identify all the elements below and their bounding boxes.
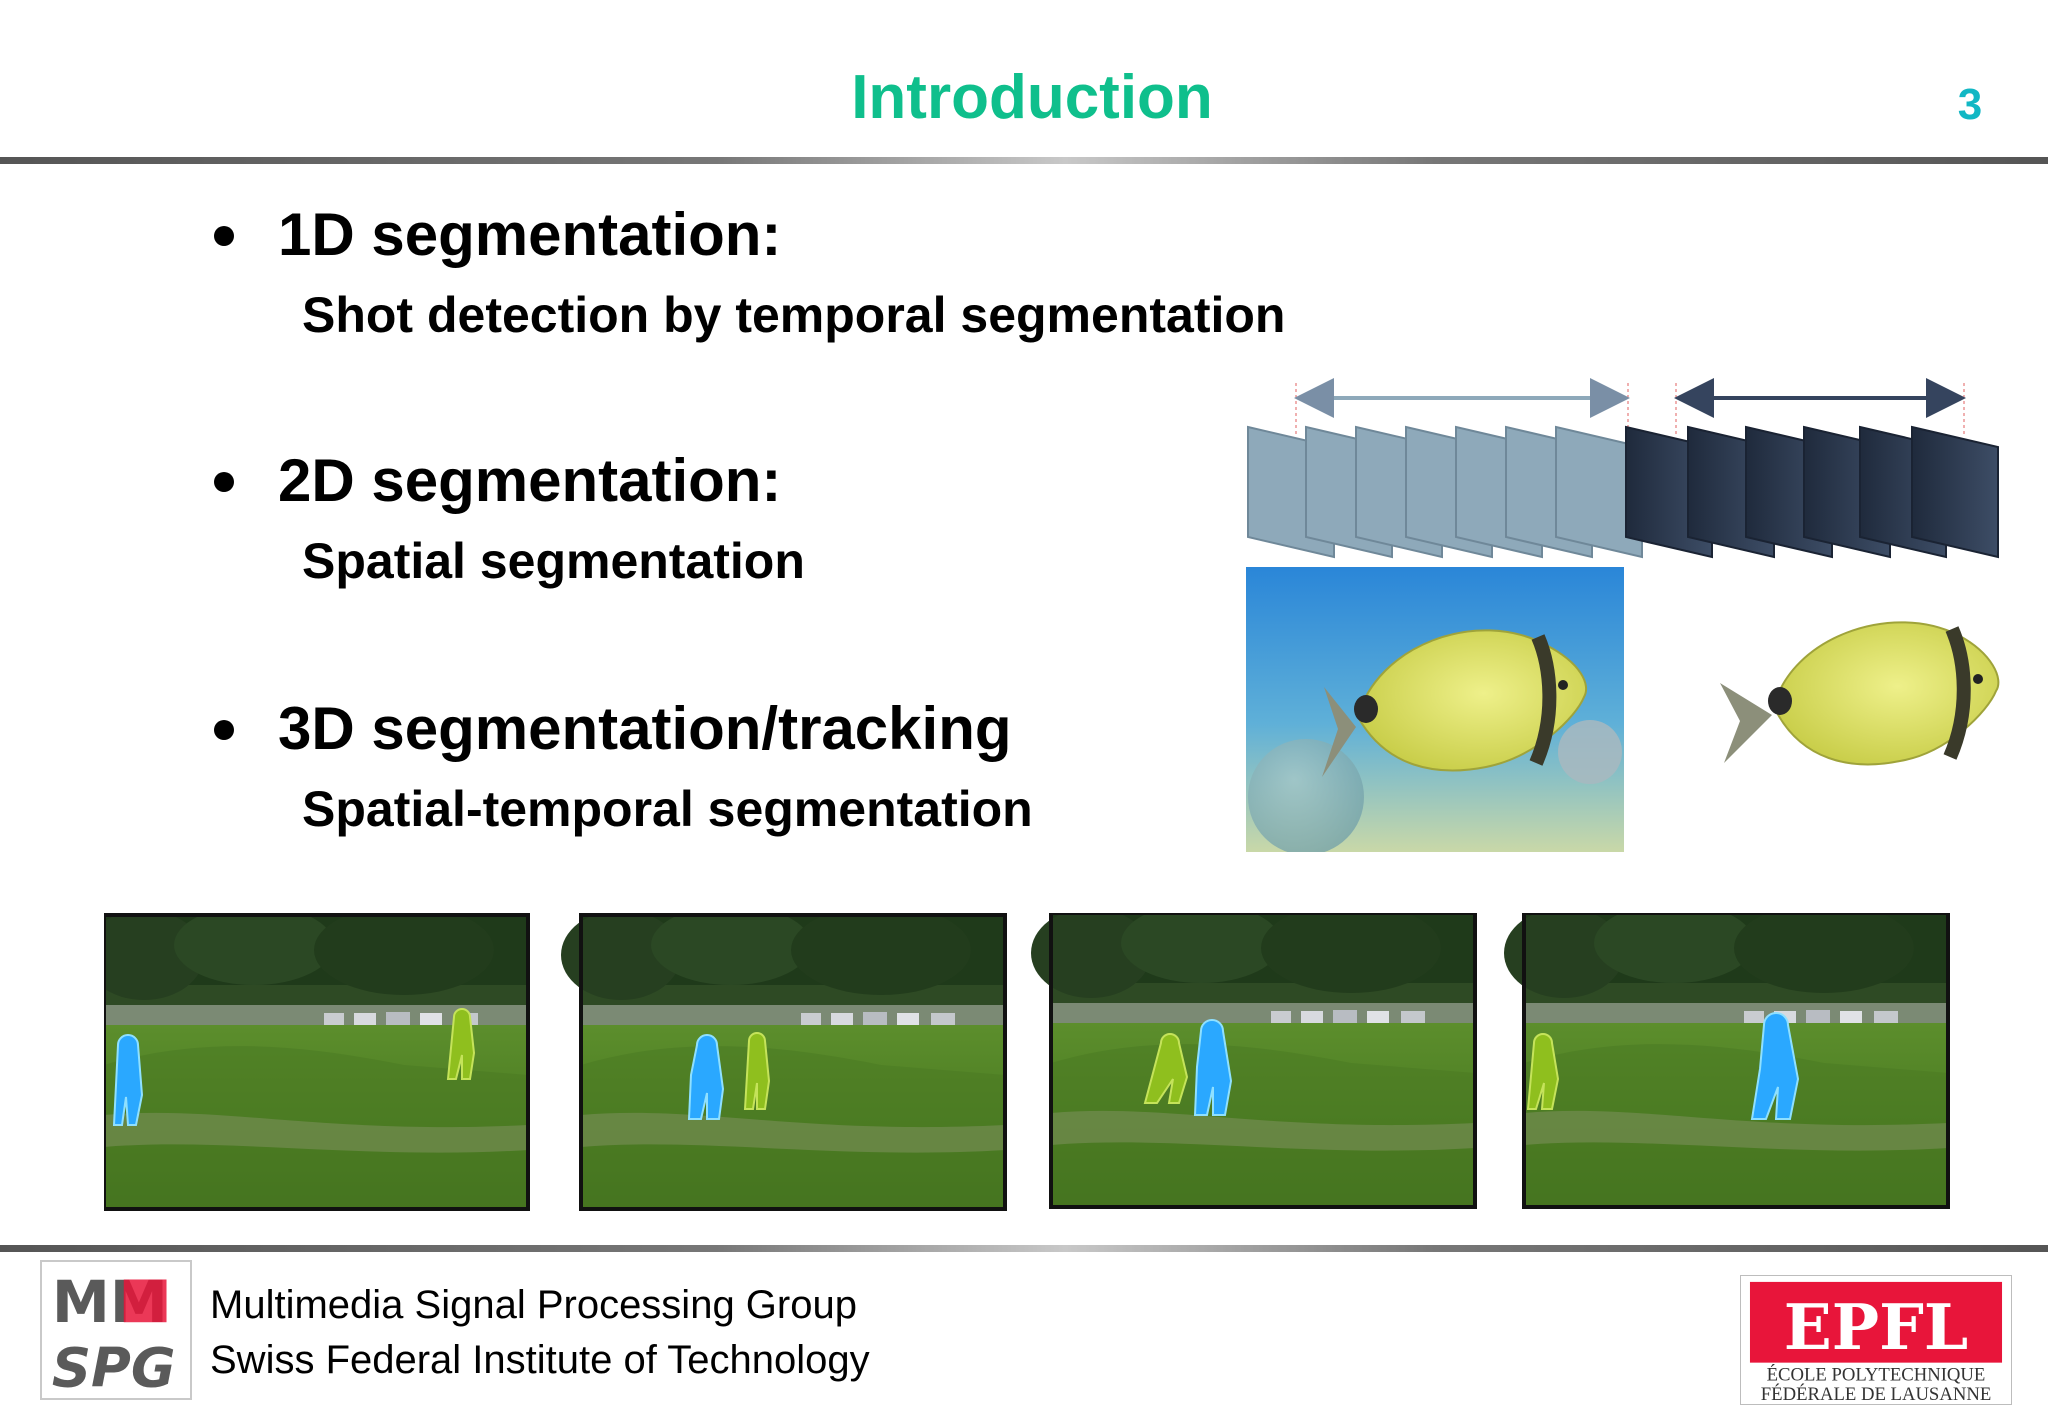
tracking-frames-sequence [104,913,1950,1211]
shot-frames-illustration [1247,378,1999,559]
fish-icon [1720,621,2000,766]
bullet-detail-2d: Spatial segmentation [302,533,805,589]
bullet-heading-1d: 1D segmentation: [278,201,782,268]
tracking-frame-3 [1031,913,1477,1209]
bullet-dot [214,226,234,246]
underwater-scene-image [1246,567,1624,852]
tracking-frame-1 [104,913,530,1211]
footer-institution-name: Swiss Federal Institute of Technology [210,1338,870,1382]
footer-group-name: Multimedia Signal Processing Group [210,1283,857,1327]
mmspg-logo: MM SPG [40,1260,192,1400]
tracking-frame-4 [1504,913,1950,1209]
fish-icon [1322,629,1588,777]
bullet-heading-2d: 2D segmentation: [278,447,782,514]
epfl-logo: EPFL ÉCOLE POLYTECHNIQUE FÉDÉRALE DE LAU… [1740,1275,2012,1405]
logo-letters-spg: SPG [52,1336,176,1399]
header-divider [0,157,2048,164]
segmented-fish-image [1720,621,2000,766]
tracking-frame-2 [561,913,1007,1211]
bullet-detail-1d: Shot detection by temporal segmentation [302,287,1286,343]
bullet-detail-3d: Spatial-temporal segmentation [302,781,1033,837]
epfl-subtitle-2: FÉDÉRALE DE LAUSANNE [1761,1383,1991,1405]
bullet-dot [214,720,234,740]
epfl-subtitle-1: ÉCOLE POLYTECHNIQUE [1767,1363,1986,1385]
footer-divider [0,1245,2048,1252]
epfl-wordmark: EPFL [1784,1290,1968,1364]
bullet-dot [214,472,234,492]
slide-number: 3 [1957,80,1983,129]
slide-title: Introduction [851,63,1213,132]
bullet-heading-3d: 3D segmentation/tracking [278,695,1012,762]
